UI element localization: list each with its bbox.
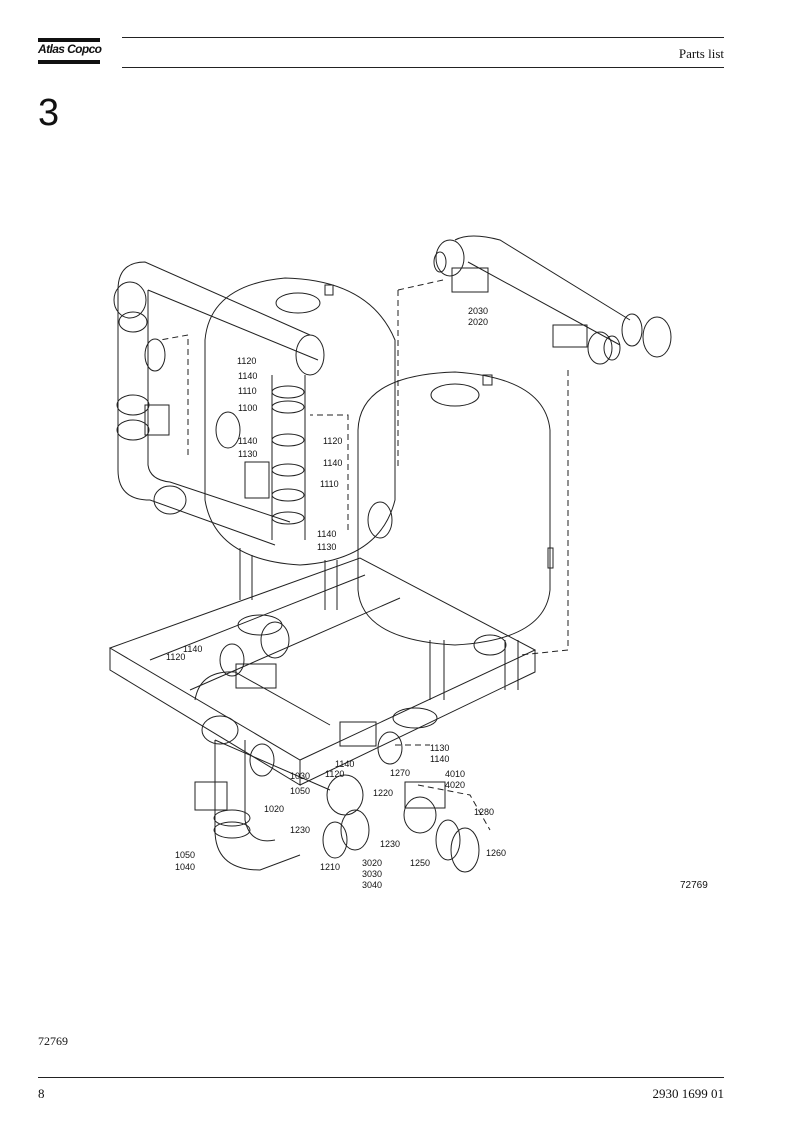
callout-label: 1030	[290, 771, 310, 781]
callout-label: 4020	[445, 780, 465, 790]
callout-label: 2020	[468, 317, 488, 327]
footer-rule	[38, 1077, 724, 1078]
callout-label: 1120	[237, 356, 256, 366]
dashed-assembly-lines	[159, 279, 569, 831]
reference-id: 72769	[38, 1034, 68, 1048]
document-number: 2930 1699 01	[652, 1086, 725, 1101]
callout-label: 1140	[238, 436, 257, 446]
brand-logo-text: Atlas Copco	[38, 42, 102, 56]
page-number: 8	[38, 1086, 45, 1101]
header-title: Parts list	[678, 46, 724, 61]
callout-label: 1210	[320, 862, 340, 872]
callout-label: 2030	[468, 306, 488, 316]
header-rule-top	[122, 37, 724, 38]
callout-label: 1120	[166, 652, 185, 662]
callout-label: 1140	[183, 644, 202, 654]
drawing-linework	[108, 235, 672, 873]
callout-label: 4010	[445, 769, 465, 779]
callout-label: 1050	[175, 850, 195, 860]
callout-label: 1140	[238, 371, 257, 381]
callout-label: 3030	[362, 869, 382, 879]
callout-label: 3040	[362, 880, 382, 890]
callout-label: 1050	[290, 786, 310, 796]
header-rule-bottom	[122, 67, 724, 68]
callout-labels: 1120 1140 1110 1100 1140 1120 1130 1140 …	[166, 306, 506, 890]
brand-logo: Atlas Copco	[38, 38, 102, 68]
callout-label: 1140	[335, 759, 354, 769]
callout-label: 1130	[430, 743, 449, 753]
section-number: 3	[38, 92, 60, 134]
callout-label: 1140	[323, 458, 342, 468]
callout-label: 1110	[238, 386, 257, 396]
figure-id: 72769	[680, 880, 708, 891]
callout-label: 1020	[264, 804, 284, 814]
callout-label: 1270	[390, 768, 410, 778]
callout-label: 1140	[430, 754, 449, 764]
callout-label: 1220	[373, 788, 393, 798]
callout-label: 1130	[317, 542, 336, 552]
callout-label: 1110	[320, 479, 339, 489]
callout-label: 1100	[238, 403, 257, 413]
callout-label: 3020	[362, 858, 382, 868]
callout-label: 1250	[410, 858, 430, 868]
callout-label: 1120	[325, 769, 344, 779]
callout-label: 1260	[486, 848, 506, 858]
callout-label: 1130	[238, 449, 257, 459]
callout-label: 1120	[323, 436, 342, 446]
callout-label: 1140	[317, 529, 336, 539]
callout-label: 1040	[175, 862, 195, 872]
callout-label: 1230	[290, 825, 310, 835]
callout-label: 1280	[474, 807, 494, 817]
callout-label: 1230	[380, 839, 400, 849]
